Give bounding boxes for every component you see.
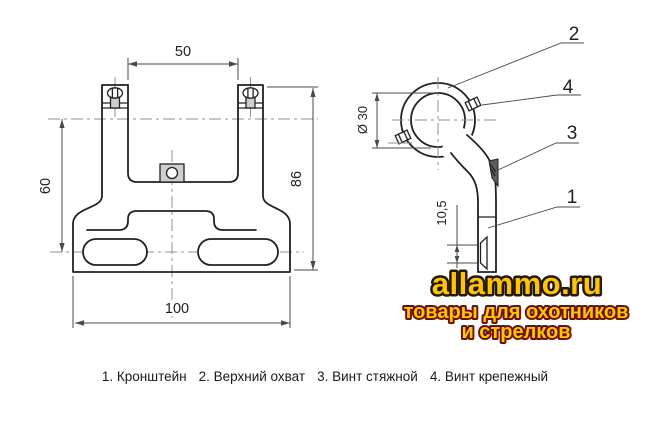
legend-item-1: 1. Кронштейн [101, 369, 187, 384]
callout-3-label: 3 [567, 123, 578, 144]
mount-slot-right [197, 238, 279, 266]
dim-offset-label: 10,5 [434, 200, 449, 225]
callout-4: 4 [481, 77, 581, 106]
dim-diameter-label: Ø 30 [355, 106, 370, 134]
clamp-screw-left-icon [106, 87, 124, 109]
watermark-logo: allammo.ru товары для охотников и стрелк… [402, 264, 631, 346]
dimension-86: 86 [267, 86, 318, 271]
dim-100-label: 100 [165, 301, 189, 317]
callout-3: 3 [497, 123, 579, 171]
bracket-outline [72, 84, 291, 273]
dimension-diameter-30: Ø 30 [355, 92, 438, 149]
parts-legend: 1. Кронштейн 2. Верхний охват 3. Винт стяж… [0, 369, 650, 384]
ring-lug-upper-icon [464, 96, 482, 112]
arm-body [440, 122, 497, 271]
tension-screw-icon [488, 158, 499, 188]
dimension-60: 60 [38, 119, 65, 252]
center-boss [159, 163, 185, 183]
callout-1: 1 [487, 187, 580, 229]
ring-lug-lower-icon [394, 129, 412, 145]
watermark-tagline-line2: и стрелков [461, 321, 570, 343]
callout-1-label: 1 [567, 187, 578, 208]
watermark-site-text: allammo.ru [432, 266, 602, 301]
arm-slot [479, 235, 488, 271]
dim-86-label: 86 [289, 171, 305, 187]
legend-item-4: 4. Винт крепежный [429, 369, 549, 384]
dim-50-label: 50 [175, 44, 191, 60]
legend-item-2: 2. Верхний охват [198, 369, 306, 384]
side-view: Ø 30 10,5 2 4 3 [355, 24, 584, 273]
callout-2: 2 [447, 24, 584, 89]
dimension-10-5: 10,5 [434, 200, 477, 268]
callout-4-label: 4 [563, 77, 574, 98]
base-profile [86, 210, 257, 231]
mount-slot-left [82, 238, 148, 266]
legend-item-3: 3. Винт стяжной [317, 369, 418, 384]
watermark-tagline-line1: товары для охотников [404, 301, 629, 323]
callout-2-label: 2 [569, 24, 580, 45]
dimension-50: 50 [127, 44, 239, 80]
clamp-screw-right-icon [242, 87, 259, 109]
front-view: 50 60 86 100 [38, 44, 318, 328]
dim-60-label: 60 [38, 178, 54, 194]
dimension-100: 100 [72, 276, 291, 328]
